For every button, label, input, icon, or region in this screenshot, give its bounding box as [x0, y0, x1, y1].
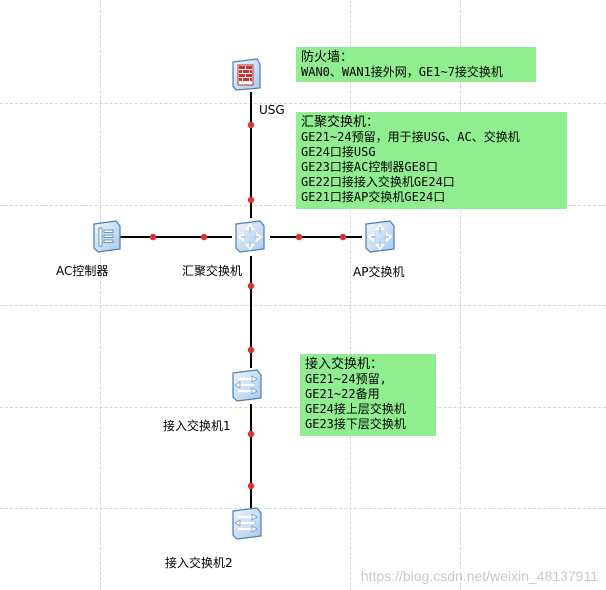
port-dot — [339, 233, 347, 241]
grid-line — [0, 508, 606, 509]
ap-switch-icon[interactable] — [361, 218, 397, 254]
core-switch-icon[interactable] — [231, 218, 267, 254]
port-dot — [295, 233, 303, 241]
access-switch-1-label: 接入交换机1 — [163, 419, 231, 433]
access-switch-note-line: GE21~24预留, — [305, 372, 387, 386]
port-dot — [247, 196, 255, 204]
access-switch-note-line: GE23接下层交换机 — [305, 417, 406, 431]
port-dot — [247, 282, 255, 290]
port-dot — [247, 346, 255, 354]
access-switch-note-line: GE24接上层交换机 — [305, 402, 406, 416]
watermark: https://blog.csdn.net/weixin_48137911 — [360, 568, 598, 584]
port-dot — [247, 121, 255, 129]
core-switch-note-line: GE21口接AP交换机GE24口 — [301, 190, 446, 204]
firewall-icon[interactable] — [227, 56, 263, 92]
grid-line — [460, 0, 461, 590]
firewall-note-title: 防火墙： — [301, 50, 354, 65]
ap-switch-label: AP交换机 — [353, 265, 405, 279]
port-dot — [200, 233, 208, 241]
core-switch-note-line: GE21~24预留，用于接USG、AC、交换机 — [301, 130, 520, 144]
grid-line — [100, 0, 101, 590]
firewall-note-line: WAN0、WAN1接外网，GE1~7接交换机 — [301, 65, 503, 79]
access-switch-note-title: 接入交换机： — [305, 357, 384, 372]
firewall-note[interactable]: 防火墙： WAN0、WAN1接外网，GE1~7接交换机 — [296, 47, 536, 82]
core-switch-note-line: GE24口接USG — [301, 145, 376, 159]
core-switch-label: 汇聚交换机 — [182, 264, 243, 278]
grid-line — [350, 0, 351, 590]
core-switch-note-line: GE23口接AC控制器GE8口 — [301, 160, 439, 174]
access-switch-icon[interactable] — [228, 367, 264, 403]
core-switch-note[interactable]: 汇聚交换机： GE21~24预留，用于接USG、AC、交换机 GE24口接USG… — [296, 112, 567, 209]
access-switch-note-line: GE21~22备用 — [305, 387, 380, 401]
usg-label: USG — [259, 103, 285, 117]
core-switch-note-line: GE22口接接入交换机GE24口 — [301, 175, 455, 189]
access-switch-note[interactable]: 接入交换机： GE21~24预留, GE21~22备用 GE24接上层交换机 G… — [300, 354, 436, 436]
core-switch-note-title: 汇聚交换机： — [301, 115, 380, 130]
access-switch-2-label: 接入交换机2 — [165, 556, 233, 570]
port-dot — [247, 482, 255, 490]
port-dot — [247, 430, 255, 438]
grid-line — [0, 305, 606, 306]
grid-line — [0, 103, 606, 104]
access-switch-icon[interactable] — [228, 505, 264, 541]
port-dot — [149, 233, 157, 241]
ac-controller-label: AC控制器 — [56, 264, 109, 278]
ac-controller-icon[interactable] — [88, 218, 124, 254]
